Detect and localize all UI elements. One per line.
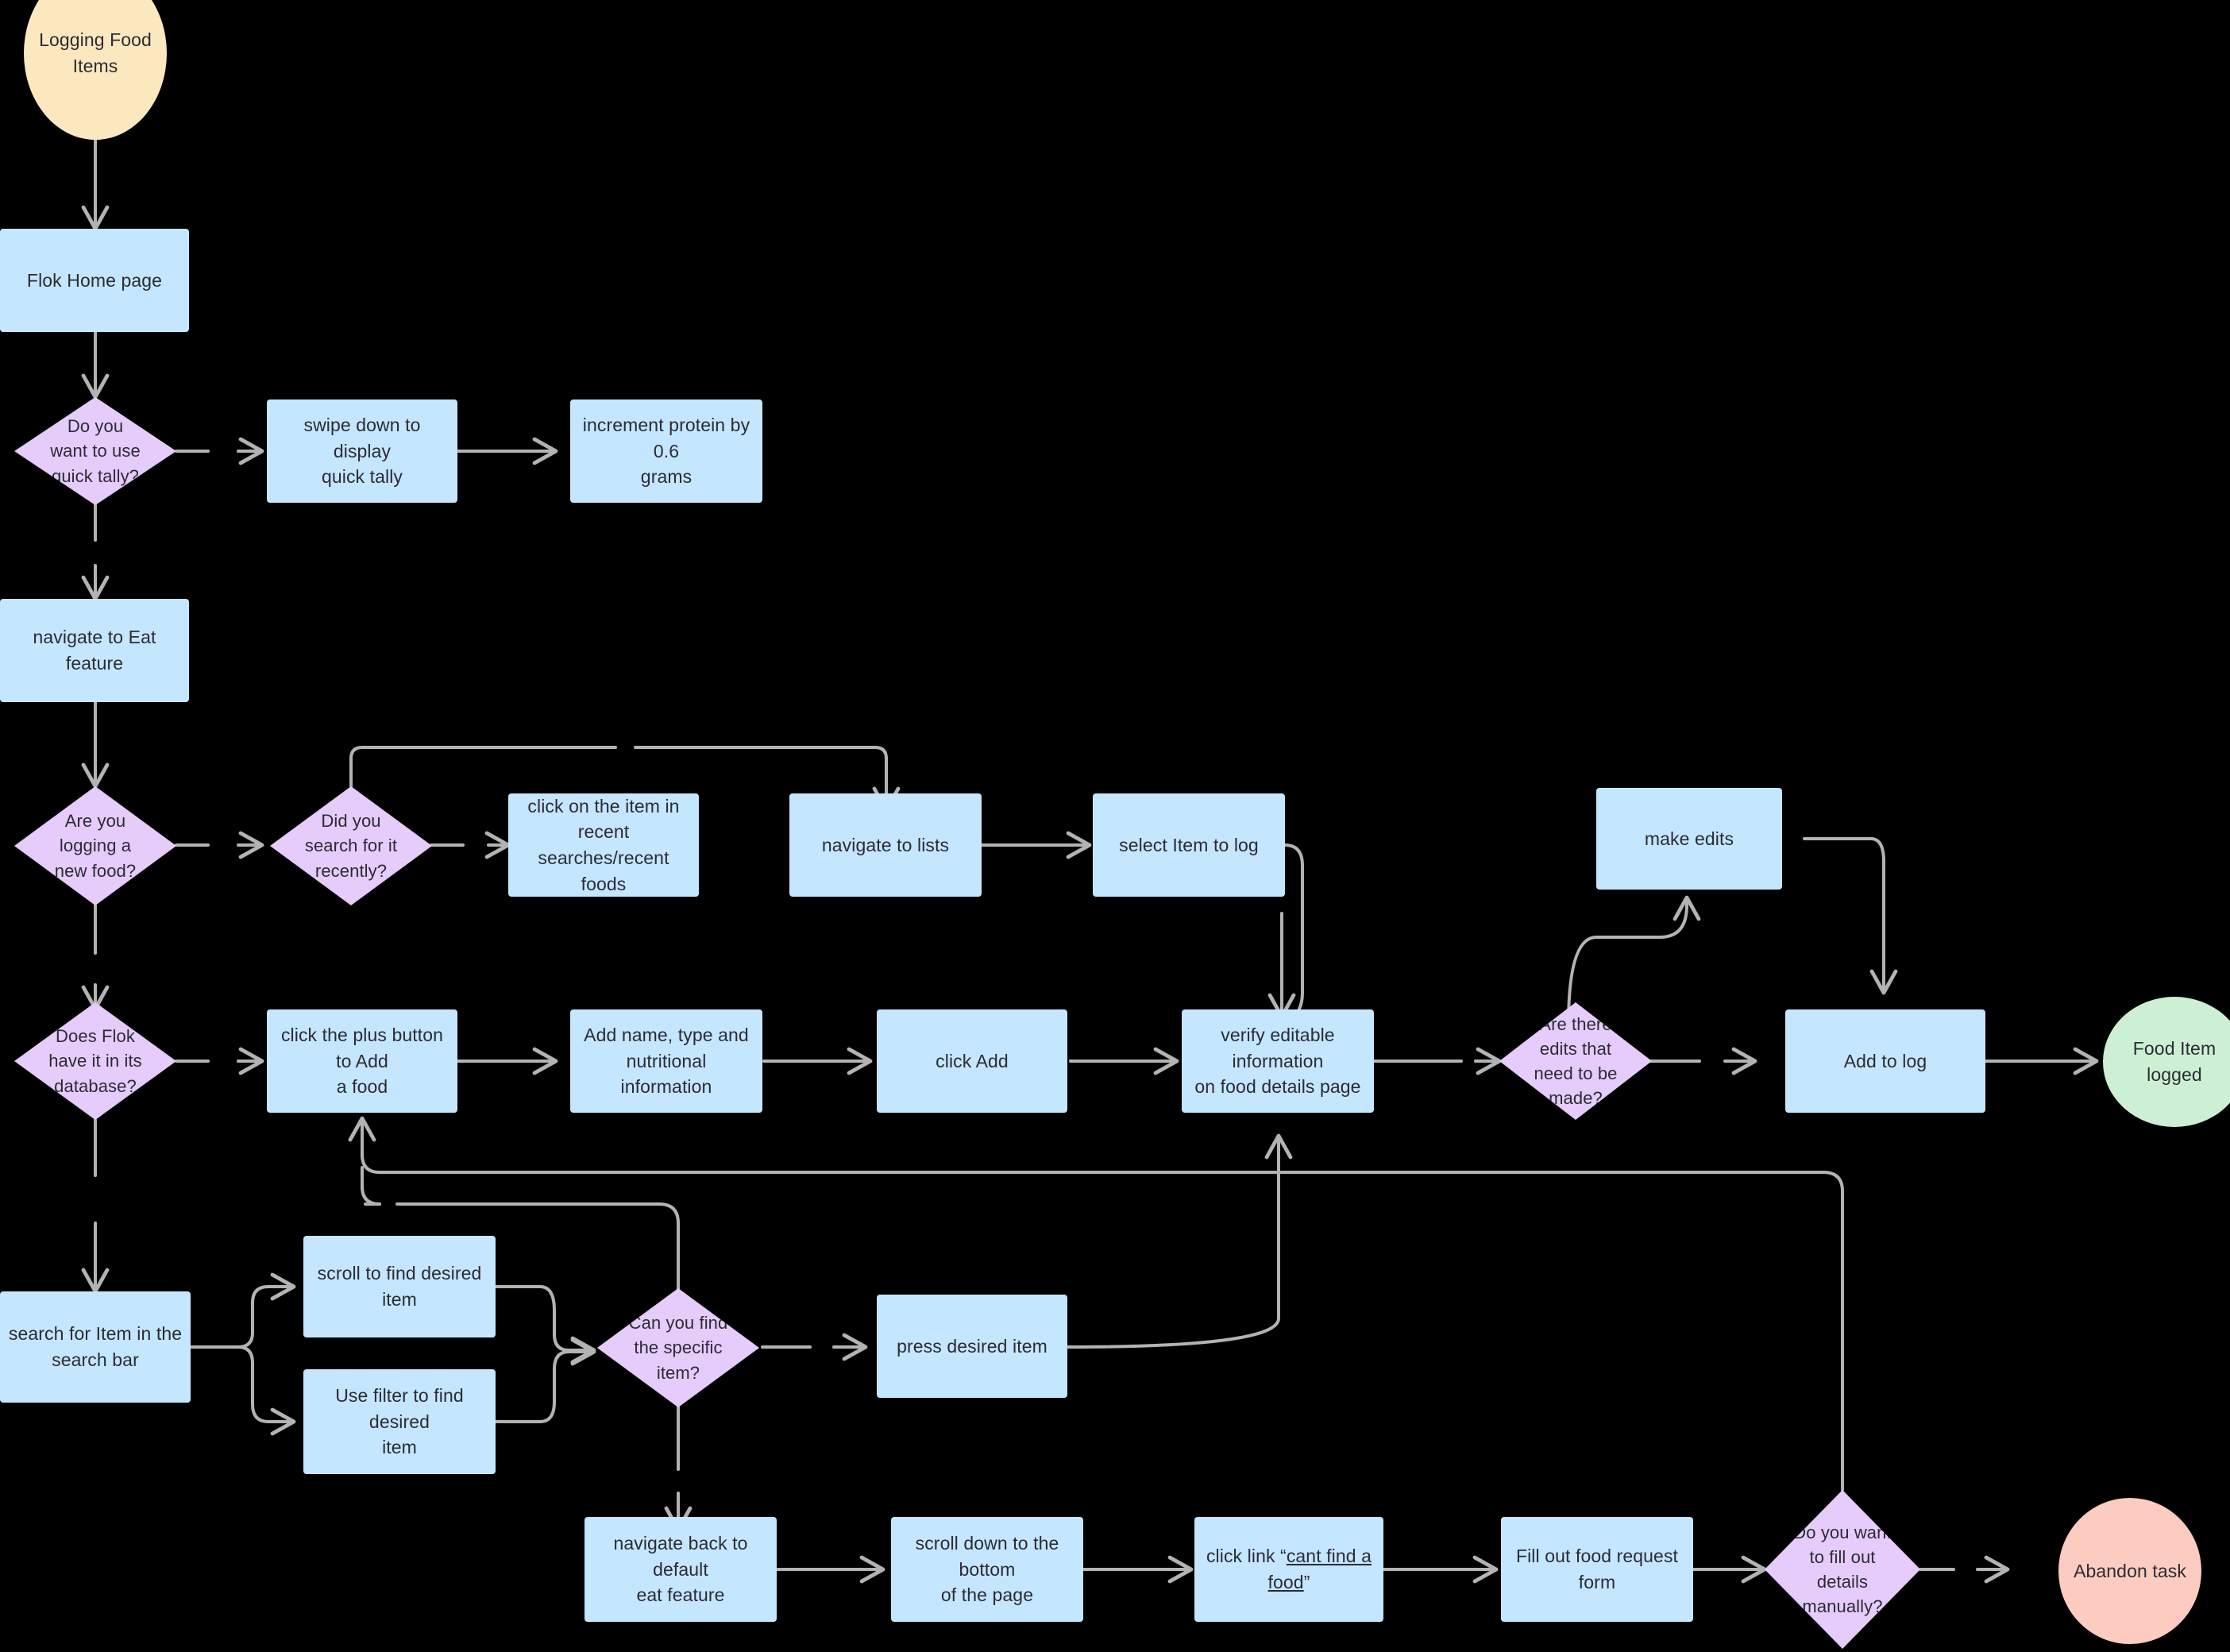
node-increment-protein[interactable]: increment protein by 0.6 grams [570,399,762,503]
node-start-label: Logging Food Items [39,29,152,76]
node-press-desired-item[interactable]: press desired item [877,1295,1067,1398]
node-can-find-item-decision[interactable]: Can you find the specific item? [597,1288,759,1407]
node-click-cant-find-a-food-link[interactable]: click link “cant find a food” [1194,1517,1383,1622]
node-abandon-task[interactable]: Abandon task [2058,1498,2201,1644]
node-add-name-type-nutrition[interactable]: Add name, type and nutritional informati… [570,1009,762,1113]
cant-find-a-food-link[interactable]: cant find a food [1267,1546,1372,1592]
node-add-name-type-nutrition-label: Add name, type and nutritional informati… [584,1025,749,1098]
node-fill-food-request-form-label: Fill out food request form [1515,1546,1679,1592]
click-link-prefix: click link “ [1206,1546,1287,1567]
node-verify-editable-info[interactable]: verify editable information on food deta… [1182,1009,1374,1113]
node-start[interactable]: Logging Food Items [24,0,167,140]
node-click-add-label: click Add [936,1050,1009,1071]
node-use-filter-to-find-item-label: Use filter to find desired item [335,1385,464,1458]
node-click-plus-add-food-label: click the plus button to Add a food [280,1025,444,1098]
node-food-item-logged-label: Food Item logged [2132,1038,2216,1085]
node-select-item-to-log-label: select Item to log [1119,834,1259,855]
node-click-recent-item-label: click on the item in recent searches/rec… [527,795,680,894]
node-flok-home-page[interactable]: Flok Home page [0,229,189,332]
node-fill-manually-decision[interactable]: Do you want to fill out details manually… [1765,1490,1920,1649]
node-navigate-back-eat-feature[interactable]: navigate back to default eat feature [585,1517,777,1622]
node-navigate-back-eat-feature-label: navigate back to default eat feature [613,1533,748,1606]
node-click-recent-item[interactable]: click on the item in recent searches/rec… [508,793,699,897]
node-swipe-down-label: swipe down to display quick tally [303,415,421,488]
node-add-to-log-label: Add to log [1843,1050,1927,1071]
node-scroll-to-bottom[interactable]: scroll down to the bottom of the page [891,1517,1083,1622]
node-food-item-logged[interactable]: Food Item logged [2103,997,2230,1127]
node-navigate-to-lists[interactable]: navigate to lists [789,793,982,897]
node-select-item-to-log[interactable]: select Item to log [1093,793,1285,897]
node-verify-editable-info-label: verify editable information on food deta… [1194,1025,1361,1098]
node-new-food-decision-label: Are you logging a new food? [54,811,137,881]
node-searched-recently-decision[interactable]: Did you search for it recently? [270,786,432,905]
node-fill-food-request-form[interactable]: Fill out food request form [1501,1517,1693,1622]
node-in-database-decision-label: Does Flok have it in its database? [48,1026,142,1096]
node-navigate-to-lists-label: navigate to lists [821,834,950,855]
node-flok-home-page-label: Flok Home page [26,269,163,291]
node-click-link-text: click link “cant find a food” [1202,1543,1375,1595]
click-link-suffix: ” [1303,1572,1310,1592]
node-search-for-item-label: search for Item in the search bar [8,1323,183,1370]
node-edits-needed-decision-label: Are there edits that need to be made? [1534,1013,1618,1109]
node-searched-recently-decision-label: Did you search for it recently? [304,811,398,881]
node-make-edits-label: make edits [1644,828,1734,849]
node-add-to-log[interactable]: Add to log [1785,1009,1985,1113]
node-press-desired-item-label: press desired item [897,1335,1047,1357]
node-in-database-decision[interactable]: Does Flok have it in its database? [14,1002,176,1120]
node-search-for-item[interactable]: search for Item in the search bar [0,1291,191,1403]
node-can-find-item-decision-label: Can you find the specific item? [628,1313,728,1383]
node-use-filter-to-find-item[interactable]: Use filter to find desired item [303,1369,496,1474]
node-navigate-to-eat-feature[interactable]: navigate to Eat feature [0,599,189,702]
node-quick-tally-decision-label: Do you want to use quick tally? [50,416,141,486]
node-make-edits[interactable]: make edits [1596,788,1782,890]
node-navigate-to-eat-feature-label: navigate to Eat feature [33,627,156,674]
node-edits-needed-decision[interactable]: Are there edits that need to be made? [1499,1002,1652,1120]
node-swipe-down[interactable]: swipe down to display quick tally [267,399,457,503]
node-scroll-to-find-item-label: scroll to find desired item [317,1263,482,1310]
node-click-add[interactable]: click Add [877,1009,1067,1113]
node-abandon-task-label: Abandon task [2074,1560,2186,1581]
node-scroll-to-find-item[interactable]: scroll to find desired item [303,1236,496,1337]
node-click-plus-add-food[interactable]: click the plus button to Add a food [267,1009,457,1113]
node-fill-manually-decision-label: Do you want to fill out details manually… [1793,1522,1892,1617]
node-scroll-to-bottom-label: scroll down to the bottom of the page [915,1533,1059,1606]
node-increment-protein-label: increment protein by 0.6 grams [582,415,750,488]
node-quick-tally-decision[interactable]: Do you want to use quick tally? [14,397,176,505]
node-new-food-decision[interactable]: Are you logging a new food? [14,786,176,905]
